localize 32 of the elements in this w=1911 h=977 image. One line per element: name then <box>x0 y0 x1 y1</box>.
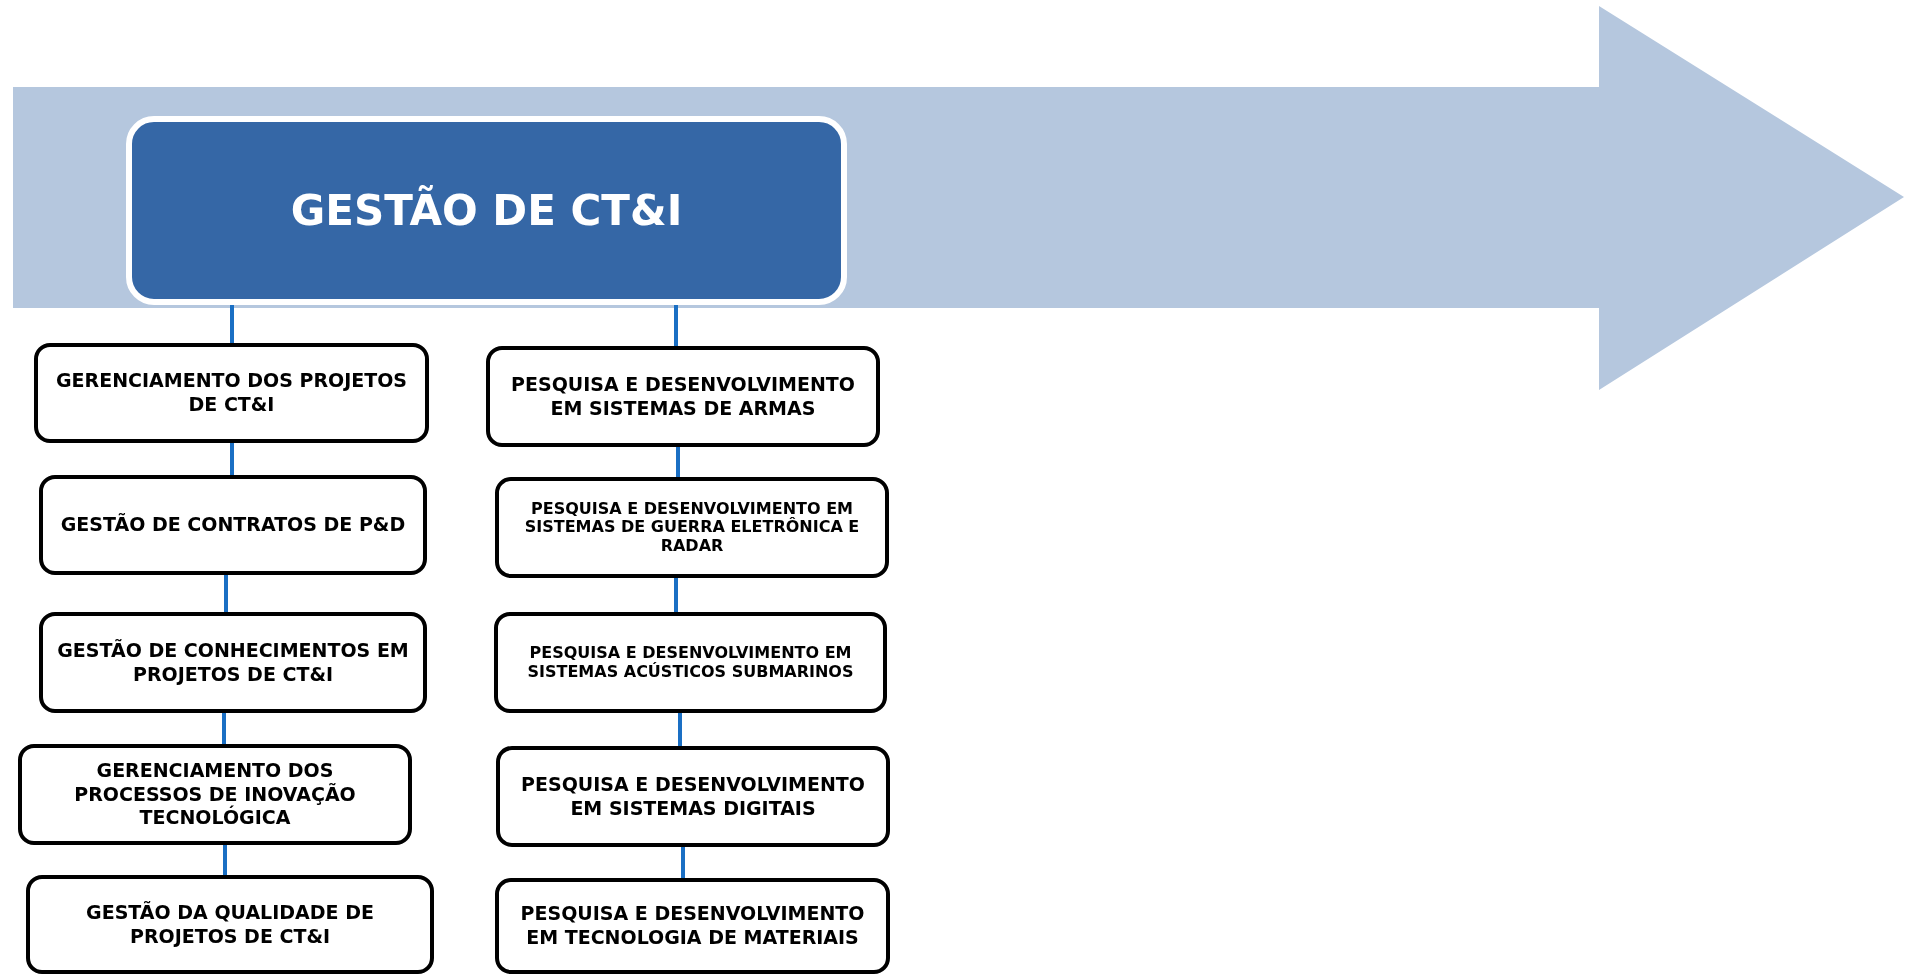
connector-line <box>230 443 234 475</box>
box-label: GERENCIAMENTO DOS PROCESSOS DE INOVAÇÃO TECNOLÓGICA <box>73 758 357 831</box>
connector-line <box>223 845 227 875</box>
process-box <box>495 477 889 578</box>
process-box <box>486 346 880 447</box>
process-box <box>18 744 412 845</box>
connector-line <box>674 305 678 346</box>
box-label: GERENCIAMENTO DOS PROJETOS DE CT&I <box>54 369 409 417</box>
box-label: GESTÃO DE CONHECIMENTOS EM PROJETOS DE CT&I <box>56 638 410 687</box>
title-box <box>126 116 847 305</box>
connector-line <box>676 447 680 477</box>
title-text: GESTÃO DE CT&I <box>290 184 683 237</box>
connector-line <box>678 713 682 746</box>
process-box <box>39 612 427 713</box>
box-label: GESTÃO DA QUALIDADE DE PROJETOS DE CT&I <box>85 900 375 949</box>
process-box <box>34 343 429 443</box>
process-box <box>496 746 890 847</box>
process-box <box>26 875 434 974</box>
box-label: PESQUISA E DESENVOLVIMENTO EM SISTEMAS DE ARMAS <box>510 372 856 421</box>
connector-line <box>222 713 226 744</box>
connector-line <box>674 578 678 612</box>
box-label: PESQUISA E DESENVOLVIMENTO EM TECNOLOGIA DE MATERIAIS <box>519 902 866 950</box>
box-label: PESQUISA E DESENVOLVIMENTO EM SISTEMAS ACÚSTICOS SUBMARINOS <box>526 644 855 681</box>
box-label: PESQUISA E DESENVOLVIMENTO EM SISTEMAS DE GUERRA ELETRÔNICA E RADAR <box>523 499 861 556</box>
box-label: PESQUISA E DESENVOLVIMENTO EM SISTEMAS DIGITAIS <box>520 772 866 821</box>
process-box <box>495 878 890 974</box>
connector-line <box>230 305 234 343</box>
box-label: GESTÃO DE CONTRATOS DE P&D <box>60 513 406 537</box>
process-box <box>494 612 887 713</box>
connector-line <box>681 847 685 878</box>
connector-line <box>224 575 228 612</box>
process-box <box>39 475 427 575</box>
